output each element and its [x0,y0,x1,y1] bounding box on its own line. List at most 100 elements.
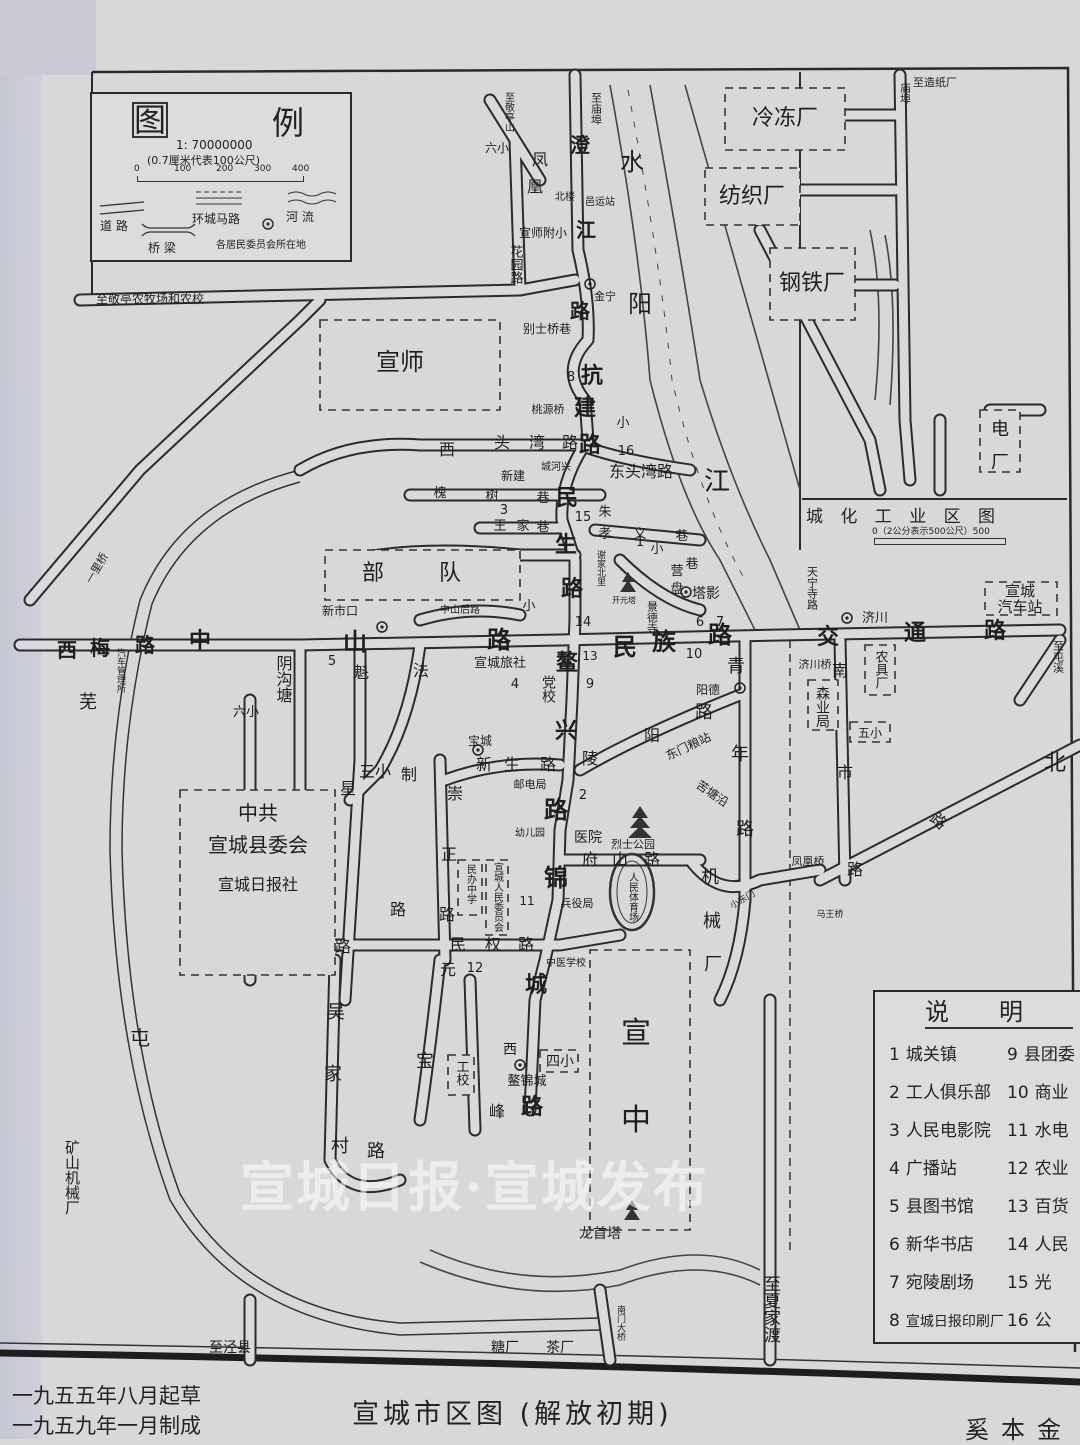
page-corner [0,0,96,75]
map-label: 朱 [598,505,611,520]
map-label: 南门大桥 [615,1304,626,1342]
map-label: 宣城县委会 [208,833,308,857]
map-label: 厂 [991,452,1009,473]
item-name: 新华书店 [905,1235,974,1255]
scale-tick: 300 [254,164,272,174]
watermark: 宣城日报·宣城发布 [240,1155,709,1219]
map-label: 西 [57,638,77,662]
page-edge [0,0,42,1439]
map-label: 机 [701,867,719,888]
map-label: 三小 [359,762,391,781]
map-label: 械 [703,911,721,932]
map-label: 至敬亭山 [503,92,515,132]
map-label: 小 [616,416,629,431]
map-label: 江 [576,218,596,242]
map-label: 路 [984,618,1007,644]
completion-date: 一九五九年一月制成 [12,1414,201,1438]
map-label: 森业局 [814,686,830,728]
map-label: 阴沟塘 [274,655,293,703]
map-label: 营 [670,564,683,579]
item-name: 工人俱乐部 [905,1083,991,1103]
map-label: 8 [567,370,575,385]
map-label: 烈士公园 [611,837,655,851]
item-number: 15 [1007,1273,1029,1293]
map-label: 城 [525,972,547,998]
item-name: 宣城日报印刷厂 [905,1314,1004,1330]
map-label: 至庙埠 [590,92,603,126]
map-label: 茶厂 [546,1340,574,1356]
map-label: 至敬亭农牧场和农校 [96,291,204,306]
map-label: 孝 [598,527,611,542]
map-label: 花园路 [508,244,524,284]
map-label: 民 [450,935,466,954]
map-label: 西 [503,1042,517,1058]
map-label: 5 [328,654,336,669]
map-label: 路 [579,432,602,458]
map-label: 巷 [675,529,688,544]
map-label: 路 [708,621,733,649]
item-number: 1 [889,1045,900,1065]
item-number: 5 [889,1197,900,1217]
map-label: 正 [441,845,457,864]
legend-box: 图 例 1: 70000000 (0.7厘米代表100公尺) 0 100 200… [90,92,352,262]
map-label: 锦 [544,864,568,892]
map-label: 12 [467,961,484,976]
map-label: 鳌锦城 [507,1073,546,1089]
item-name: 百货 [1034,1197,1069,1217]
item-name: 广播站 [905,1159,957,1179]
map-label: 江 [704,467,730,497]
legend-scale-note: (0.7厘米代表100公尺) [147,154,261,167]
map-label: 路 [335,937,351,956]
map-label: 兵役局 [561,896,594,910]
item-number: 16 [1007,1311,1029,1331]
map-label: 吴 [327,1002,345,1023]
map-label: 凤凰桥 [792,855,825,868]
map-label: 宝城 [468,734,492,748]
map-label: 宣城日报社 [218,875,298,894]
map-label: 澄 [570,133,591,157]
map-label: 凤 [532,150,548,169]
map-label: 北 [1044,751,1066,776]
item-name: 城关镇 [905,1045,957,1065]
map-label: 景德寺 [646,601,659,634]
map-label: 厂 [704,954,722,975]
map-label: 苦塘沿 [694,777,732,810]
map-label: 中 [189,629,211,654]
map-label: 中山后路 [440,603,480,616]
map-label: 10 [686,647,703,662]
stadium-track [608,852,656,932]
map-label: 芜 [79,692,97,713]
map-label: 星 [340,779,356,798]
map-label: 小 [650,542,663,557]
map-label: 家 [516,518,529,534]
map-label: 四小 [546,1054,574,1070]
map-title: 宣城市区图 (解放初期) [352,1399,673,1430]
map-label: 3 [500,503,508,518]
map-label: 至夏家渡 [760,1275,781,1343]
map-label: 至屯溪 [1052,640,1065,674]
committee-dot-center [380,282,849,1067]
map-label: 部 [362,561,384,586]
map-label: 通 [904,621,926,646]
map-label: 湾 [529,433,545,452]
map-label: 路 [540,755,556,774]
map-label: 路 [390,900,406,919]
scale-bar [137,176,304,182]
map-label: 小 [522,599,535,614]
map-label: 至造纸厂 [913,75,957,89]
legend-committee: 各居民委员会所在地 [216,240,306,251]
map-label: 青 [727,656,745,677]
map-label: 冷冻厂 [752,106,818,131]
scale-tick: 0 [134,164,140,174]
map-label: 2 [579,788,587,803]
